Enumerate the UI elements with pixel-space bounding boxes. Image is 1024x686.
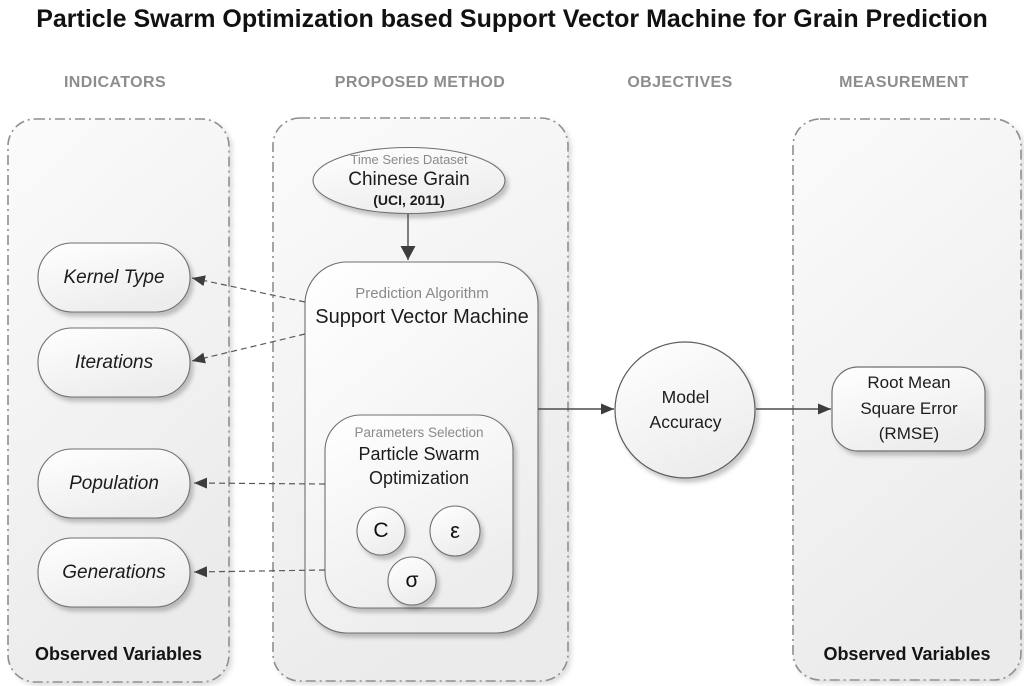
- generations-label: Generations: [62, 561, 166, 583]
- pso-label: Parameters Selection Particle Swarm Opti…: [325, 423, 513, 490]
- kernel-type-node: [37, 242, 191, 313]
- pso-name-line2: Optimization: [368, 468, 470, 488]
- column-header-objectives: OBJECTIVES: [627, 74, 733, 91]
- svm-name: Support Vector Machine: [315, 306, 529, 328]
- param-c-symbol: C: [373, 519, 389, 542]
- indicators-footer: Observed Variables: [34, 644, 203, 664]
- diagram-title: Particle Swarm Optimization based Suppor…: [36, 5, 988, 33]
- iterations-label: Iterations: [74, 351, 154, 373]
- dataset-type-label: Time Series Dataset: [350, 152, 468, 167]
- svm-role-label: Prediction Algorithm: [355, 285, 489, 302]
- measurement-footer: Observed Variables: [823, 644, 991, 664]
- iterations-node: [37, 327, 191, 398]
- pso-name-line1: Particle Swarm: [358, 444, 480, 464]
- rmse-line2: Square Error: [860, 398, 958, 418]
- param-sigma-symbol: σ: [405, 569, 419, 592]
- rmse-box: [831, 366, 986, 452]
- dataset-name: Chinese Grain: [348, 169, 470, 190]
- population-label: Population: [69, 472, 159, 494]
- column-header-measurement: MEASUREMENT: [839, 74, 969, 91]
- param-c-circle: [356, 506, 406, 556]
- column-header-proposed-method: PROPOSED METHOD: [334, 74, 506, 91]
- population-node: [37, 448, 191, 519]
- kernel-type-label: Kernel Type: [63, 266, 165, 288]
- rmse-line1: Root Mean: [867, 373, 951, 392]
- param-epsilon-circle: [429, 505, 481, 557]
- dataset-source: (UCI, 2011): [373, 192, 445, 208]
- param-epsilon-symbol: ε: [450, 518, 460, 543]
- dataset-ellipse: [312, 146, 506, 215]
- model-accuracy-line2: Accuracy: [649, 412, 722, 432]
- column-header-indicators: INDICATORS: [63, 74, 167, 91]
- svm-label: Prediction Algorithm Support Vector Mach…: [306, 283, 538, 330]
- dataset-label: Time Series Dataset Chinese Grain (UCI, …: [313, 146, 505, 214]
- model-accuracy-line1: Model: [661, 387, 710, 407]
- pso-box: [324, 414, 514, 609]
- model-accuracy-circle: [614, 341, 756, 479]
- arrow-pso-to-population: [193, 477, 326, 489]
- rmse-label: Root Mean Square Error (RMSE): [832, 370, 986, 447]
- model-accuracy-label: Model Accuracy: [615, 383, 756, 437]
- param-sigma-circle: [387, 556, 437, 606]
- generations-node: [37, 537, 191, 608]
- arrow-pso-to-generations: [193, 566, 326, 578]
- rmse-line3: (RMSE): [878, 424, 940, 443]
- pso-role-label: Parameters Selection: [354, 425, 484, 440]
